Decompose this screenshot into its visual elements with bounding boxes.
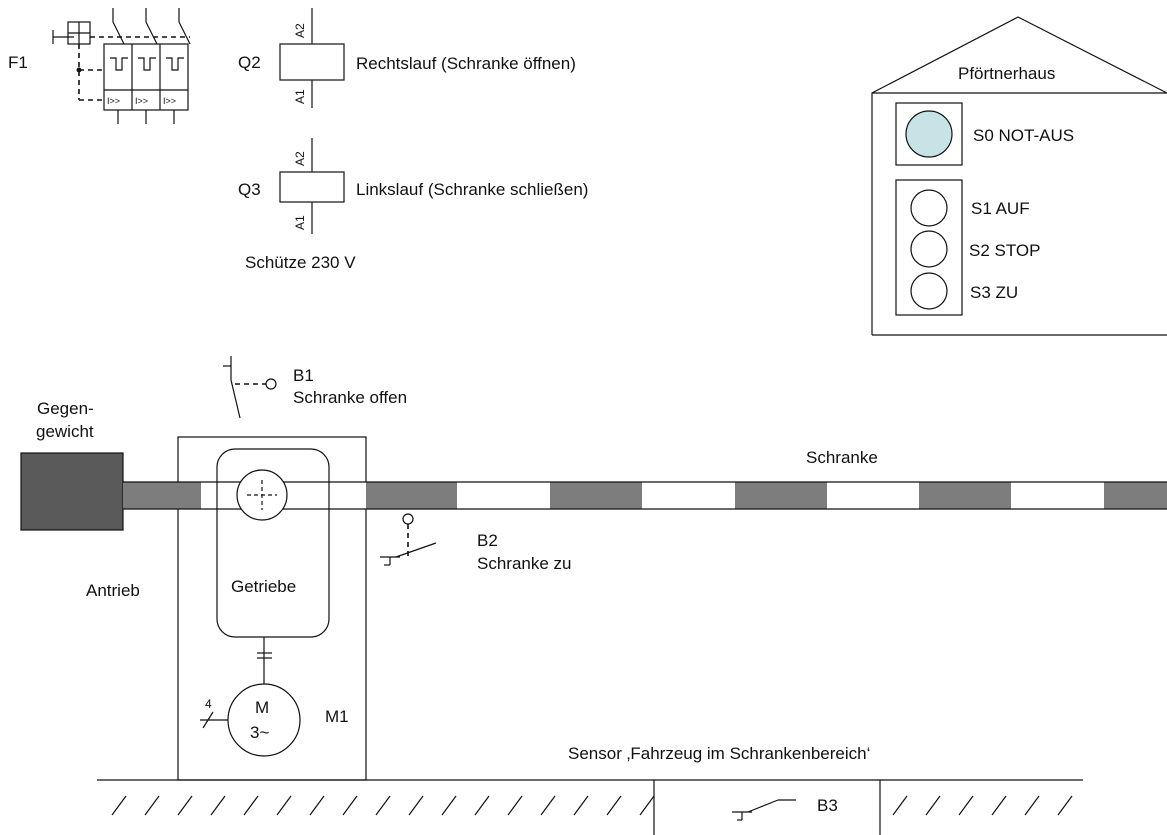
ground-hatch	[210, 795, 226, 816]
ground-hatch	[408, 795, 424, 816]
ground-hatch	[892, 795, 908, 816]
counterweight-label-2: gewicht	[36, 422, 94, 441]
ground-hatch	[958, 795, 974, 816]
limit-switch-b1: B1 Schranke offen	[223, 356, 407, 419]
ground-hatch	[925, 795, 941, 816]
motor-phase: 3~	[250, 723, 269, 742]
barrier-arm	[123, 481, 1167, 510]
b2-description: Schranke zu	[477, 554, 572, 573]
contactor-q2: Q2 A2 A1 Rechtslauf (Schranke öffnen)	[238, 8, 576, 108]
ground-hatch	[639, 795, 655, 816]
ground-hatch	[309, 795, 325, 816]
s2-label: S2 STOP	[969, 241, 1041, 260]
f1-poles: I>> I>> I>>	[103, 8, 191, 124]
contactors-caption: Schütze 230 V	[245, 253, 356, 272]
f1-trip-2: I>>	[135, 96, 148, 106]
vehicle-sensor-b3: Sensor ‚Fahrzeug im Schrankenbereich‘ B3	[568, 744, 881, 835]
motor-protection-switch-f1: F1 I>> I>> I>>	[8, 8, 191, 124]
q2-terminal-a2: A2	[293, 23, 307, 38]
ground-hatch	[474, 795, 490, 816]
ground-hatch	[991, 795, 1007, 816]
q3-terminal-a2: A2	[293, 151, 307, 166]
ground-hatch	[1057, 795, 1073, 816]
motor-m1: M 3~ 4 M1	[200, 683, 349, 757]
gearbox-label: Getriebe	[231, 577, 296, 596]
ground-hatch	[342, 795, 358, 816]
s1-button-icon[interactable]	[910, 189, 948, 227]
q3-terminal-a1: A1	[293, 215, 307, 230]
ground-hatch	[606, 795, 622, 816]
ground-hatch	[111, 795, 127, 816]
ground-hatch	[1024, 795, 1040, 816]
ground-hatch	[507, 795, 523, 816]
s0-label: S0 NOT-AUS	[973, 126, 1074, 145]
sensor-description: Sensor ‚Fahrzeug im Schrankenbereich‘	[568, 744, 870, 763]
ground-hatch	[177, 795, 193, 816]
s3-button-icon[interactable]	[910, 272, 948, 310]
f1-label: F1	[8, 53, 28, 72]
barrier-label: Schranke	[806, 448, 878, 467]
q2-label: Q2	[238, 53, 261, 72]
limit-switch-b2: B2 Schranke zu	[380, 513, 572, 573]
motor-label: M1	[325, 707, 349, 726]
motor-conductors: 4	[205, 697, 212, 711]
b2-label: B2	[477, 531, 498, 550]
s2-button-icon[interactable]	[910, 230, 948, 268]
q2-description: Rechtslauf (Schranke öffnen)	[356, 54, 576, 73]
q2-terminal-a1: A1	[293, 89, 307, 104]
s3-label: S3 ZU	[970, 283, 1018, 302]
motor-symbol: M	[255, 698, 269, 717]
gearbox	[216, 448, 330, 638]
emergency-stop-button-icon[interactable]	[905, 110, 953, 158]
ground-hatch	[540, 795, 556, 816]
gatehouse: Pförtnerhaus S0 NOT-AUS S1 AUF S2 STOP S…	[871, 16, 1167, 336]
q3-label: Q3	[238, 180, 261, 199]
counterweight	[20, 452, 124, 531]
ground-hatch	[375, 795, 391, 816]
ground-hatch	[276, 795, 292, 816]
counterweight-label-1: Gegen-	[37, 399, 94, 418]
ground	[97, 779, 1083, 816]
drive-label: Antrieb	[86, 581, 140, 600]
f1-trip-1: I>>	[107, 96, 120, 106]
q3-description: Linkslauf (Schranke schließen)	[356, 180, 588, 199]
ground-hatch	[243, 795, 259, 816]
gatehouse-title: Pförtnerhaus	[958, 64, 1055, 83]
f1-trip-3: I>>	[163, 96, 176, 106]
b1-description: Schranke offen	[293, 388, 407, 407]
ground-hatch	[441, 795, 457, 816]
ground-hatch	[573, 795, 589, 816]
s1-label: S1 AUF	[971, 199, 1030, 218]
motor-icon	[227, 683, 301, 757]
b1-label: B1	[293, 366, 314, 385]
b3-label: B3	[817, 796, 838, 815]
contactor-q3: Q3 A2 A1 Linkslauf (Schranke schließen)	[238, 138, 588, 234]
ground-hatch	[144, 795, 160, 816]
